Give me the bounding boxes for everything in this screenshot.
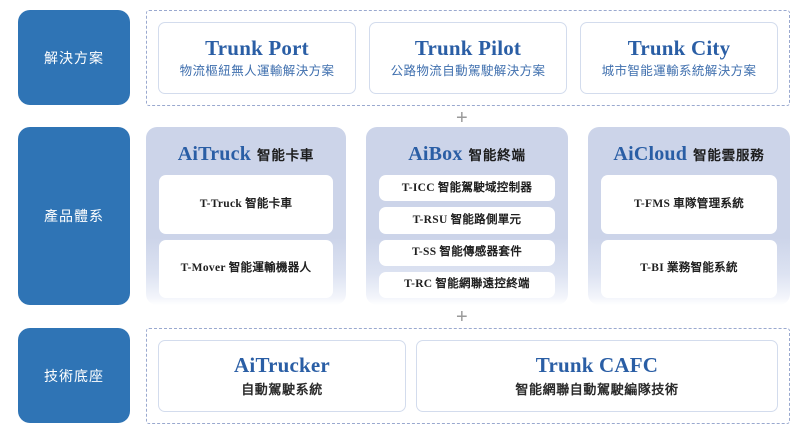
product-item-code: T-ICC [401, 181, 435, 194]
product-item-code: T-RSU [412, 213, 448, 226]
product-panel-aibox[interactable]: AiBox 智能終端 T-ICC 智能駕駛域控制器 T-RSU 智能路側單元 T-… [366, 127, 568, 305]
product-item-name: 智能卡車 [245, 197, 293, 210]
product-panel-header: AiTruck 智能卡車 [159, 143, 333, 166]
tech-card-title: Trunk CAFC [535, 352, 659, 377]
product-item[interactable]: T-Truck 智能卡車 [159, 175, 333, 234]
product-item[interactable]: T-RSU 智能路側單元 [379, 207, 555, 234]
solutions-card-list: Trunk Port 物流樞紐無人運輸解決方案 Trunk Pilot 公路物流… [158, 22, 778, 94]
product-panel-brand-cn: 智能雲服務 [693, 148, 765, 163]
product-panel-brand: AiBox [408, 143, 463, 165]
product-item[interactable]: T-Mover 智能運輸機器人 [159, 239, 333, 298]
sidebar-item-products-label: 產品體系 [44, 208, 104, 224]
product-item-code: T-Mover [180, 262, 226, 275]
solution-card-title: Trunk City [627, 35, 731, 60]
sidebar-item-products[interactable]: 產品體系 [18, 127, 130, 305]
solution-card-title: Trunk Port [205, 35, 309, 60]
product-item-code: T-Truck [199, 197, 243, 210]
product-item-code: T-SS [411, 246, 437, 259]
tech-card-list: AiTrucker 自動駕駛系統 Trunk CAFC 智能網聯自動駕駛編隊技術 [158, 340, 778, 412]
tech-card-title: AiTrucker [234, 352, 330, 377]
products-group: AiTruck 智能卡車 T-Truck 智能卡車 T-Mover 智能運輸機器人… [146, 127, 790, 305]
product-item[interactable]: T-BI 業務智能系統 [601, 239, 777, 298]
solution-card-title: Trunk Pilot [414, 35, 522, 60]
product-panel-header: AiCloud 智能雲服務 [601, 143, 777, 166]
product-item-list: T-FMS 車隊管理系統 T-BI 業務智能系統 [601, 175, 777, 298]
tech-card-subtitle: 自動駕駛系統 [241, 381, 323, 397]
sidebar-item-solutions-label: 解決方案 [44, 49, 104, 66]
product-panel-header: AiBox 智能終端 [379, 143, 555, 166]
product-panel-aicloud[interactable]: AiCloud 智能雲服務 T-FMS 車隊管理系統 T-BI 業務智能系統 [588, 127, 790, 305]
product-item[interactable]: T-SS 智能傳感器套件 [379, 239, 555, 266]
product-panel-brand: AiTruck [177, 143, 252, 165]
product-item-name: 智能網聯遠控終端 [435, 278, 530, 291]
tech-foundation-group: AiTrucker 自動駕駛系統 Trunk CAFC 智能網聯自動駕駛編隊技術 [146, 328, 790, 424]
solutions-group: Trunk Port 物流樞紐無人運輸解決方案 Trunk Pilot 公路物流… [146, 10, 790, 106]
product-item-name: 智能傳感器套件 [439, 246, 523, 259]
product-item[interactable]: T-RC 智能網聯遠控終端 [379, 271, 555, 298]
solution-card-subtitle: 公路物流自動駕駛解決方案 [390, 63, 546, 78]
product-item-code: T-BI [640, 262, 664, 275]
solution-card-subtitle: 城市智能運輸系統解決方案 [601, 63, 757, 78]
product-panel-aitruck[interactable]: AiTruck 智能卡車 T-Truck 智能卡車 T-Mover 智能運輸機器人 [146, 127, 346, 305]
product-item[interactable]: T-ICC 智能駕駛域控制器 [379, 175, 555, 202]
product-item-name: 智能駕駛域控制器 [437, 181, 533, 194]
product-item-code: T-FMS [633, 197, 671, 210]
product-item-name: 車隊管理系統 [673, 197, 745, 210]
tech-card-aitrucker[interactable]: AiTrucker 自動駕駛系統 [158, 340, 406, 412]
solution-card-subtitle: 物流樞紐無人運輸解決方案 [179, 63, 335, 78]
tech-card-subtitle: 智能網聯自動駕駛編隊技術 [515, 381, 679, 397]
product-item-name: 智能運輸機器人 [228, 262, 312, 275]
sidebar-item-tech-foundation-label: 技術底座 [44, 367, 104, 384]
solution-card-trunk-port[interactable]: Trunk Port 物流樞紐無人運輸解決方案 [158, 22, 356, 94]
product-item[interactable]: T-FMS 車隊管理系統 [601, 175, 777, 234]
sidebar-item-tech-foundation[interactable]: 技術底座 [18, 328, 130, 423]
product-item-list: T-ICC 智能駕駛域控制器 T-RSU 智能路側單元 T-SS 智能傳感器套件… [379, 175, 555, 298]
product-item-name: 智能路側單元 [450, 213, 522, 226]
product-panel-brand-cn: 智能終端 [468, 148, 526, 163]
tech-card-trunk-cafc[interactable]: Trunk CAFC 智能網聯自動駕駛編隊技術 [416, 340, 778, 412]
product-item-code: T-RC [404, 278, 433, 291]
product-panel-brand: AiCloud [613, 143, 688, 165]
plus-separator-icon: + [456, 306, 468, 328]
product-panel-brand-cn: 智能卡車 [257, 148, 315, 163]
solution-card-trunk-pilot[interactable]: Trunk Pilot 公路物流自動駕駛解決方案 [369, 22, 567, 94]
product-item-name: 業務智能系統 [666, 262, 738, 275]
plus-separator-icon: + [456, 107, 468, 129]
sidebar-item-solutions[interactable]: 解決方案 [18, 10, 130, 105]
product-item-list: T-Truck 智能卡車 T-Mover 智能運輸機器人 [159, 175, 333, 298]
solution-card-trunk-city[interactable]: Trunk City 城市智能運輸系統解決方案 [580, 22, 778, 94]
